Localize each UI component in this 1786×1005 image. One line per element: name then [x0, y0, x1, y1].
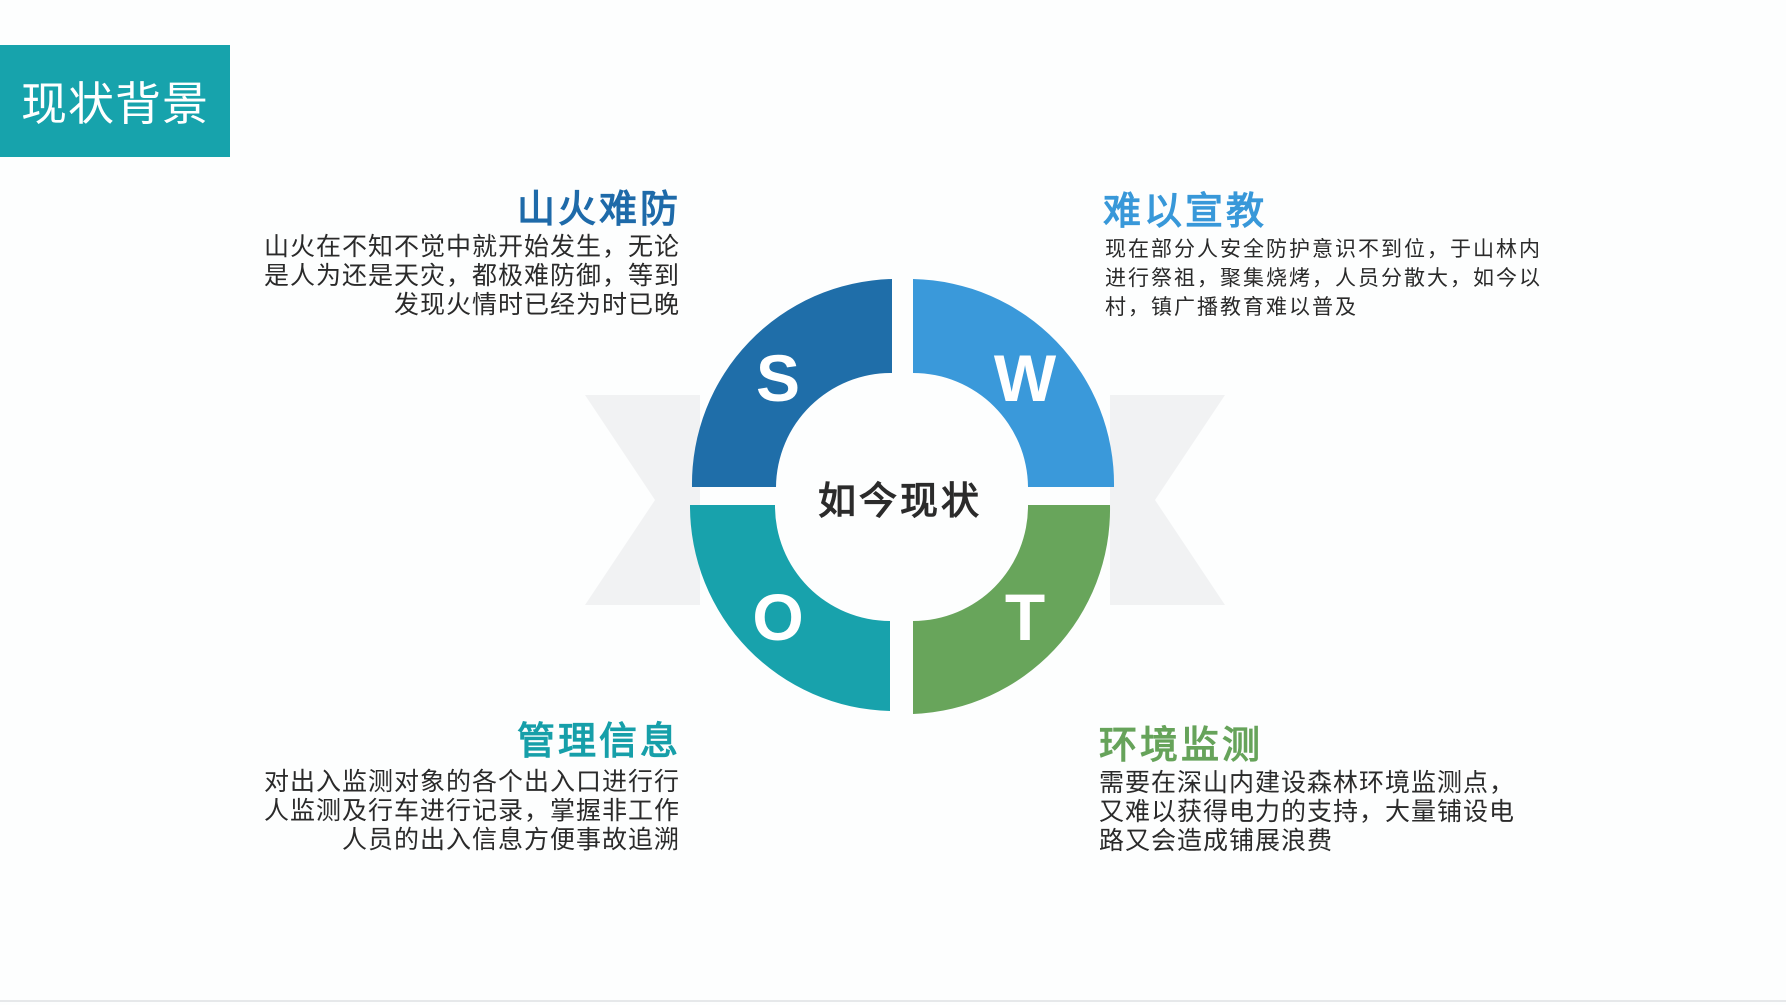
quadrant-t-segment: [913, 505, 1111, 714]
description-strengths: 山火在不知不觉中就开始发生，无论 是人为还是天灾，都极难防御，等到 发现火情时已…: [230, 232, 680, 319]
quadrant-letter-o: O: [752, 580, 803, 654]
quadrant-w-segment: [913, 279, 1115, 487]
description-line: 进行祭祖，聚集烧烤，人员分散大，如今以: [1105, 266, 1542, 290]
heading-opportunities: 管理信息: [516, 719, 681, 763]
description-line: 是人为还是天灾，都极难防御，等到: [263, 261, 680, 290]
description-line: 对出入监测对象的各个出入口进行行: [263, 767, 680, 796]
title-badge: 现状背景: [0, 45, 230, 157]
quadrant-s-segment: [691, 279, 892, 487]
description-line: 需要在深山内建设森林环境监测点，: [1099, 768, 1516, 797]
heading-strengths: 山火难防: [516, 187, 681, 231]
description-line: 人监测及行车进行记录，掌握非工作: [263, 796, 680, 825]
description-threats: 需要在深山内建设森林环境监测点， 又难以获得电力的支持，大量铺设电 路又会造成铺…: [1099, 768, 1569, 855]
quadrant-letter-w: W: [994, 341, 1057, 415]
decor-band-right: [1110, 395, 1225, 605]
description-opportunities: 对出入监测对象的各个出入口进行行 人监测及行车进行记录，掌握非工作 人员的出入信…: [230, 767, 680, 854]
heading-threats: 环境监测: [1099, 723, 1264, 767]
description-line: 路又会造成铺展浪费: [1099, 826, 1334, 855]
description-weaknesses: 现在部分人安全防护意识不到位，于山林内 进行祭祖，聚集烧烤，人员分散大，如今以 …: [1105, 235, 1575, 322]
description-line: 发现火情时已经为时已晚: [393, 290, 680, 319]
quadrant-letter-t: T: [1005, 580, 1045, 654]
description-line: 又难以获得电力的支持，大量铺设电: [1099, 797, 1516, 826]
bottom-divider: [0, 1000, 1786, 1002]
description-line: 山火在不知不觉中就开始发生，无论: [263, 232, 680, 261]
center-label: 如今现状: [818, 479, 982, 523]
swot-diagram-svg: S W O T 如今现状: [585, 279, 1225, 714]
heading-weaknesses: 难以宣教: [1103, 189, 1268, 233]
description-line: 现在部分人安全防护意识不到位，于山林内: [1105, 237, 1542, 261]
decor-band-left: [585, 395, 700, 605]
description-line: 村，镇广播教育难以普及: [1105, 295, 1358, 319]
swot-diagram: S W O T 如今现状: [575, 270, 1225, 730]
quadrant-letter-s: S: [756, 341, 800, 415]
description-line: 人员的出入信息方便事故追溯: [341, 825, 680, 854]
quadrant-o-segment: [689, 505, 890, 711]
page-title: 现状背景: [21, 77, 209, 131]
